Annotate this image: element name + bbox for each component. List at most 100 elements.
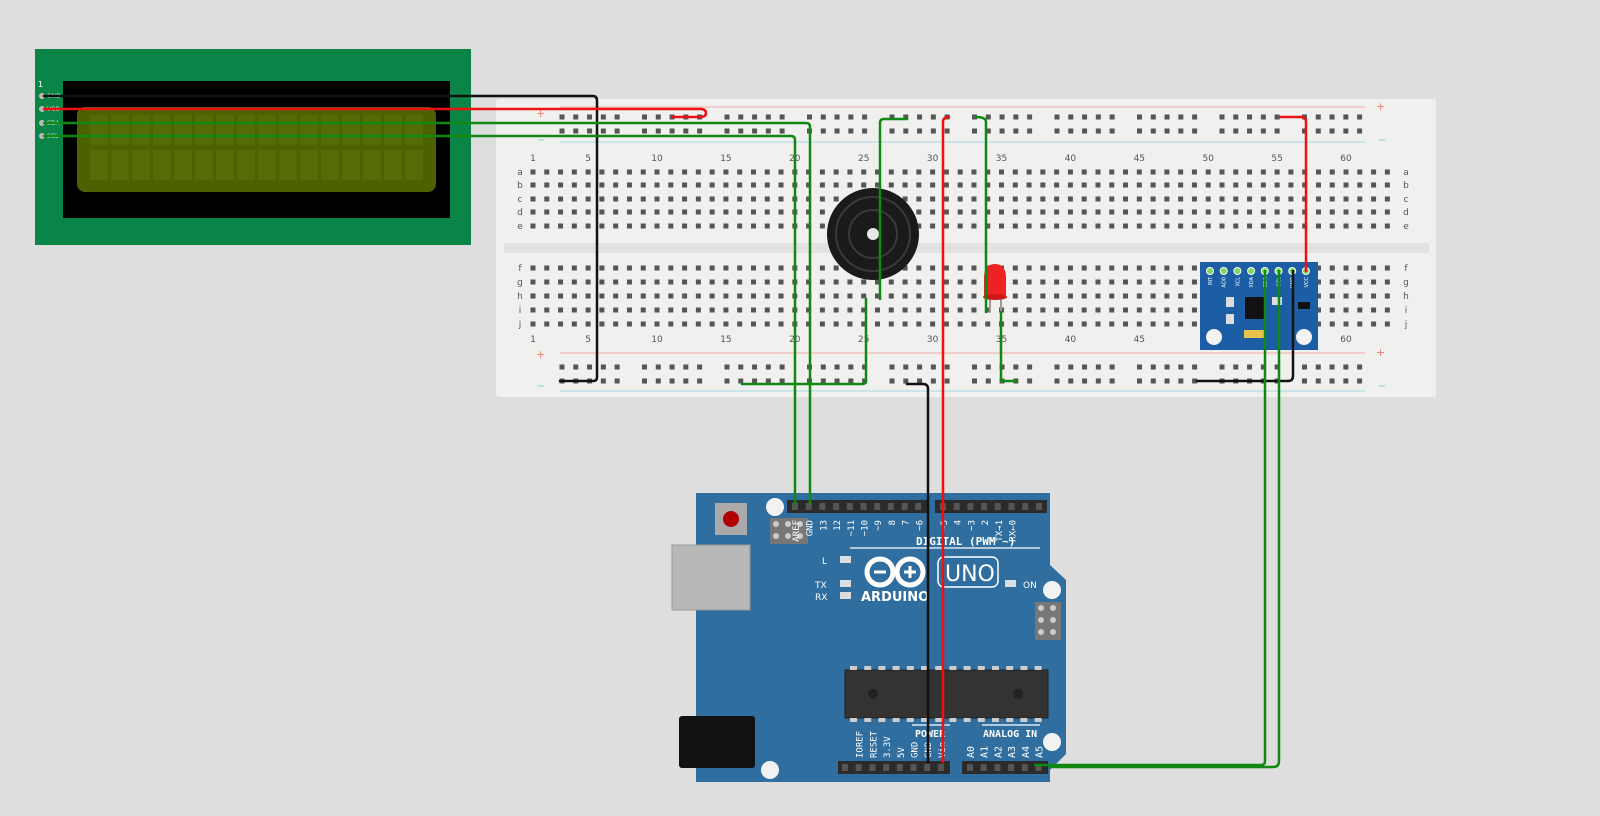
breadboard-hole[interactable] bbox=[1315, 321, 1321, 327]
breadboard-hole[interactable] bbox=[682, 307, 688, 313]
breadboard-hole[interactable] bbox=[1357, 321, 1363, 327]
rail-hole[interactable] bbox=[1164, 128, 1170, 134]
breadboard-hole[interactable] bbox=[1191, 265, 1197, 271]
breadboard-hole[interactable] bbox=[1164, 169, 1170, 175]
breadboard-hole[interactable] bbox=[571, 196, 577, 202]
breadboard-hole[interactable] bbox=[558, 307, 564, 313]
breadboard-hole[interactable] bbox=[943, 209, 949, 215]
breadboard-hole[interactable] bbox=[1384, 223, 1390, 229]
bottom-header-hole[interactable] bbox=[937, 764, 944, 771]
breadboard-hole[interactable] bbox=[1247, 169, 1253, 175]
breadboard-hole[interactable] bbox=[1247, 209, 1253, 215]
breadboard-hole[interactable] bbox=[1054, 265, 1060, 271]
rail-hole[interactable] bbox=[683, 128, 689, 134]
breadboard-hole[interactable] bbox=[1164, 209, 1170, 215]
breadboard-hole[interactable] bbox=[1067, 209, 1073, 215]
rail-hole[interactable] bbox=[1302, 378, 1307, 384]
rail-hole[interactable] bbox=[903, 364, 909, 370]
breadboard-hole[interactable] bbox=[1315, 307, 1321, 313]
bottom-header-hole[interactable] bbox=[1008, 764, 1015, 771]
breadboard-hole[interactable] bbox=[1136, 223, 1142, 229]
breadboard-hole[interactable] bbox=[1164, 307, 1170, 313]
breadboard-hole[interactable] bbox=[750, 169, 756, 175]
wire-sensor-sda[interactable] bbox=[1033, 269, 1267, 767]
breadboard-hole[interactable] bbox=[530, 209, 536, 215]
rail-hole[interactable] bbox=[1109, 114, 1115, 120]
breadboard-hole[interactable] bbox=[819, 196, 825, 202]
rail-hole[interactable] bbox=[1109, 378, 1115, 384]
breadboard-hole[interactable] bbox=[875, 321, 880, 327]
breadboard-hole[interactable] bbox=[1040, 307, 1046, 313]
breadboard-hole[interactable] bbox=[571, 169, 577, 175]
rail-hole[interactable] bbox=[930, 364, 936, 370]
breadboard-hole[interactable] bbox=[544, 279, 550, 285]
rail-hole[interactable] bbox=[655, 364, 661, 370]
breadboard-hole[interactable] bbox=[1178, 307, 1184, 313]
breadboard-hole[interactable] bbox=[530, 307, 536, 313]
bottom-header-hole[interactable] bbox=[1035, 764, 1042, 771]
breadboard-hole[interactable] bbox=[668, 196, 674, 202]
breadboard-hole[interactable] bbox=[778, 209, 784, 215]
breadboard-hole[interactable] bbox=[833, 265, 839, 271]
breadboard-hole[interactable] bbox=[1178, 182, 1184, 188]
rail-hole[interactable] bbox=[724, 128, 730, 134]
breadboard-hole[interactable] bbox=[1205, 196, 1211, 202]
breadboard-hole[interactable] bbox=[668, 182, 674, 188]
breadboard-hole[interactable] bbox=[1109, 182, 1115, 188]
breadboard-hole[interactable] bbox=[1205, 169, 1211, 175]
breadboard-hole[interactable] bbox=[1136, 307, 1142, 313]
digital-header-hole[interactable] bbox=[994, 503, 1001, 510]
breadboard-hole[interactable] bbox=[971, 307, 977, 313]
rail-hole[interactable] bbox=[985, 364, 991, 370]
rail-hole[interactable] bbox=[1274, 364, 1280, 370]
breadboard-hole[interactable] bbox=[1040, 196, 1046, 202]
breadboard-hole[interactable] bbox=[764, 223, 770, 229]
breadboard-hole[interactable] bbox=[571, 293, 577, 299]
breadboard-hole[interactable] bbox=[1384, 279, 1390, 285]
rail-hole[interactable] bbox=[1315, 378, 1321, 384]
rail-hole[interactable] bbox=[614, 114, 620, 120]
breadboard-hole[interactable] bbox=[1384, 209, 1390, 215]
breadboard-hole[interactable] bbox=[695, 169, 701, 175]
rail-hole[interactable] bbox=[834, 128, 840, 134]
lcd-pin-gnd[interactable] bbox=[39, 93, 45, 99]
breadboard-hole[interactable] bbox=[916, 293, 922, 299]
breadboard-hole[interactable] bbox=[750, 209, 756, 215]
breadboard-hole[interactable] bbox=[723, 169, 729, 175]
bottom-header-hole[interactable] bbox=[910, 764, 917, 771]
breadboard-hole[interactable] bbox=[930, 209, 936, 215]
rail-hole[interactable] bbox=[1315, 364, 1321, 370]
breadboard-hole[interactable] bbox=[1274, 223, 1280, 229]
breadboard-hole[interactable] bbox=[640, 293, 646, 299]
wire-lcd-vcc[interactable] bbox=[42, 107, 708, 119]
breadboard-hole[interactable] bbox=[558, 223, 564, 229]
rail-hole[interactable] bbox=[820, 364, 826, 370]
breadboard-hole[interactable] bbox=[1150, 196, 1156, 202]
breadboard-hole[interactable] bbox=[1371, 321, 1377, 327]
breadboard-hole[interactable] bbox=[1371, 223, 1377, 229]
breadboard-hole[interactable] bbox=[530, 293, 536, 299]
reset-button-cap[interactable] bbox=[723, 511, 739, 527]
breadboard-hole[interactable] bbox=[654, 196, 660, 202]
breadboard-hole[interactable] bbox=[1191, 209, 1197, 215]
breadboard-hole[interactable] bbox=[544, 321, 550, 327]
breadboard-hole[interactable] bbox=[1054, 182, 1060, 188]
breadboard-hole[interactable] bbox=[1315, 293, 1321, 299]
breadboard-hole[interactable] bbox=[585, 321, 591, 327]
breadboard-hole[interactable] bbox=[943, 293, 949, 299]
breadboard-hole[interactable] bbox=[1219, 209, 1225, 215]
breadboard-hole[interactable] bbox=[971, 169, 977, 175]
rail-hole[interactable] bbox=[1082, 378, 1088, 384]
breadboard-hole[interactable] bbox=[599, 223, 605, 229]
breadboard-hole[interactable] bbox=[1329, 307, 1335, 313]
rail-hole[interactable] bbox=[1247, 114, 1253, 120]
breadboard-hole[interactable] bbox=[875, 279, 880, 285]
breadboard-hole[interactable] bbox=[1109, 223, 1115, 229]
breadboard-hole[interactable] bbox=[1123, 223, 1129, 229]
breadboard-hole[interactable] bbox=[571, 209, 577, 215]
digital-header-hole[interactable] bbox=[967, 503, 974, 510]
digital-header-hole[interactable] bbox=[887, 503, 894, 510]
breadboard-hole[interactable] bbox=[916, 307, 922, 313]
breadboard-hole[interactable] bbox=[999, 209, 1005, 215]
breadboard-hole[interactable] bbox=[1081, 321, 1087, 327]
